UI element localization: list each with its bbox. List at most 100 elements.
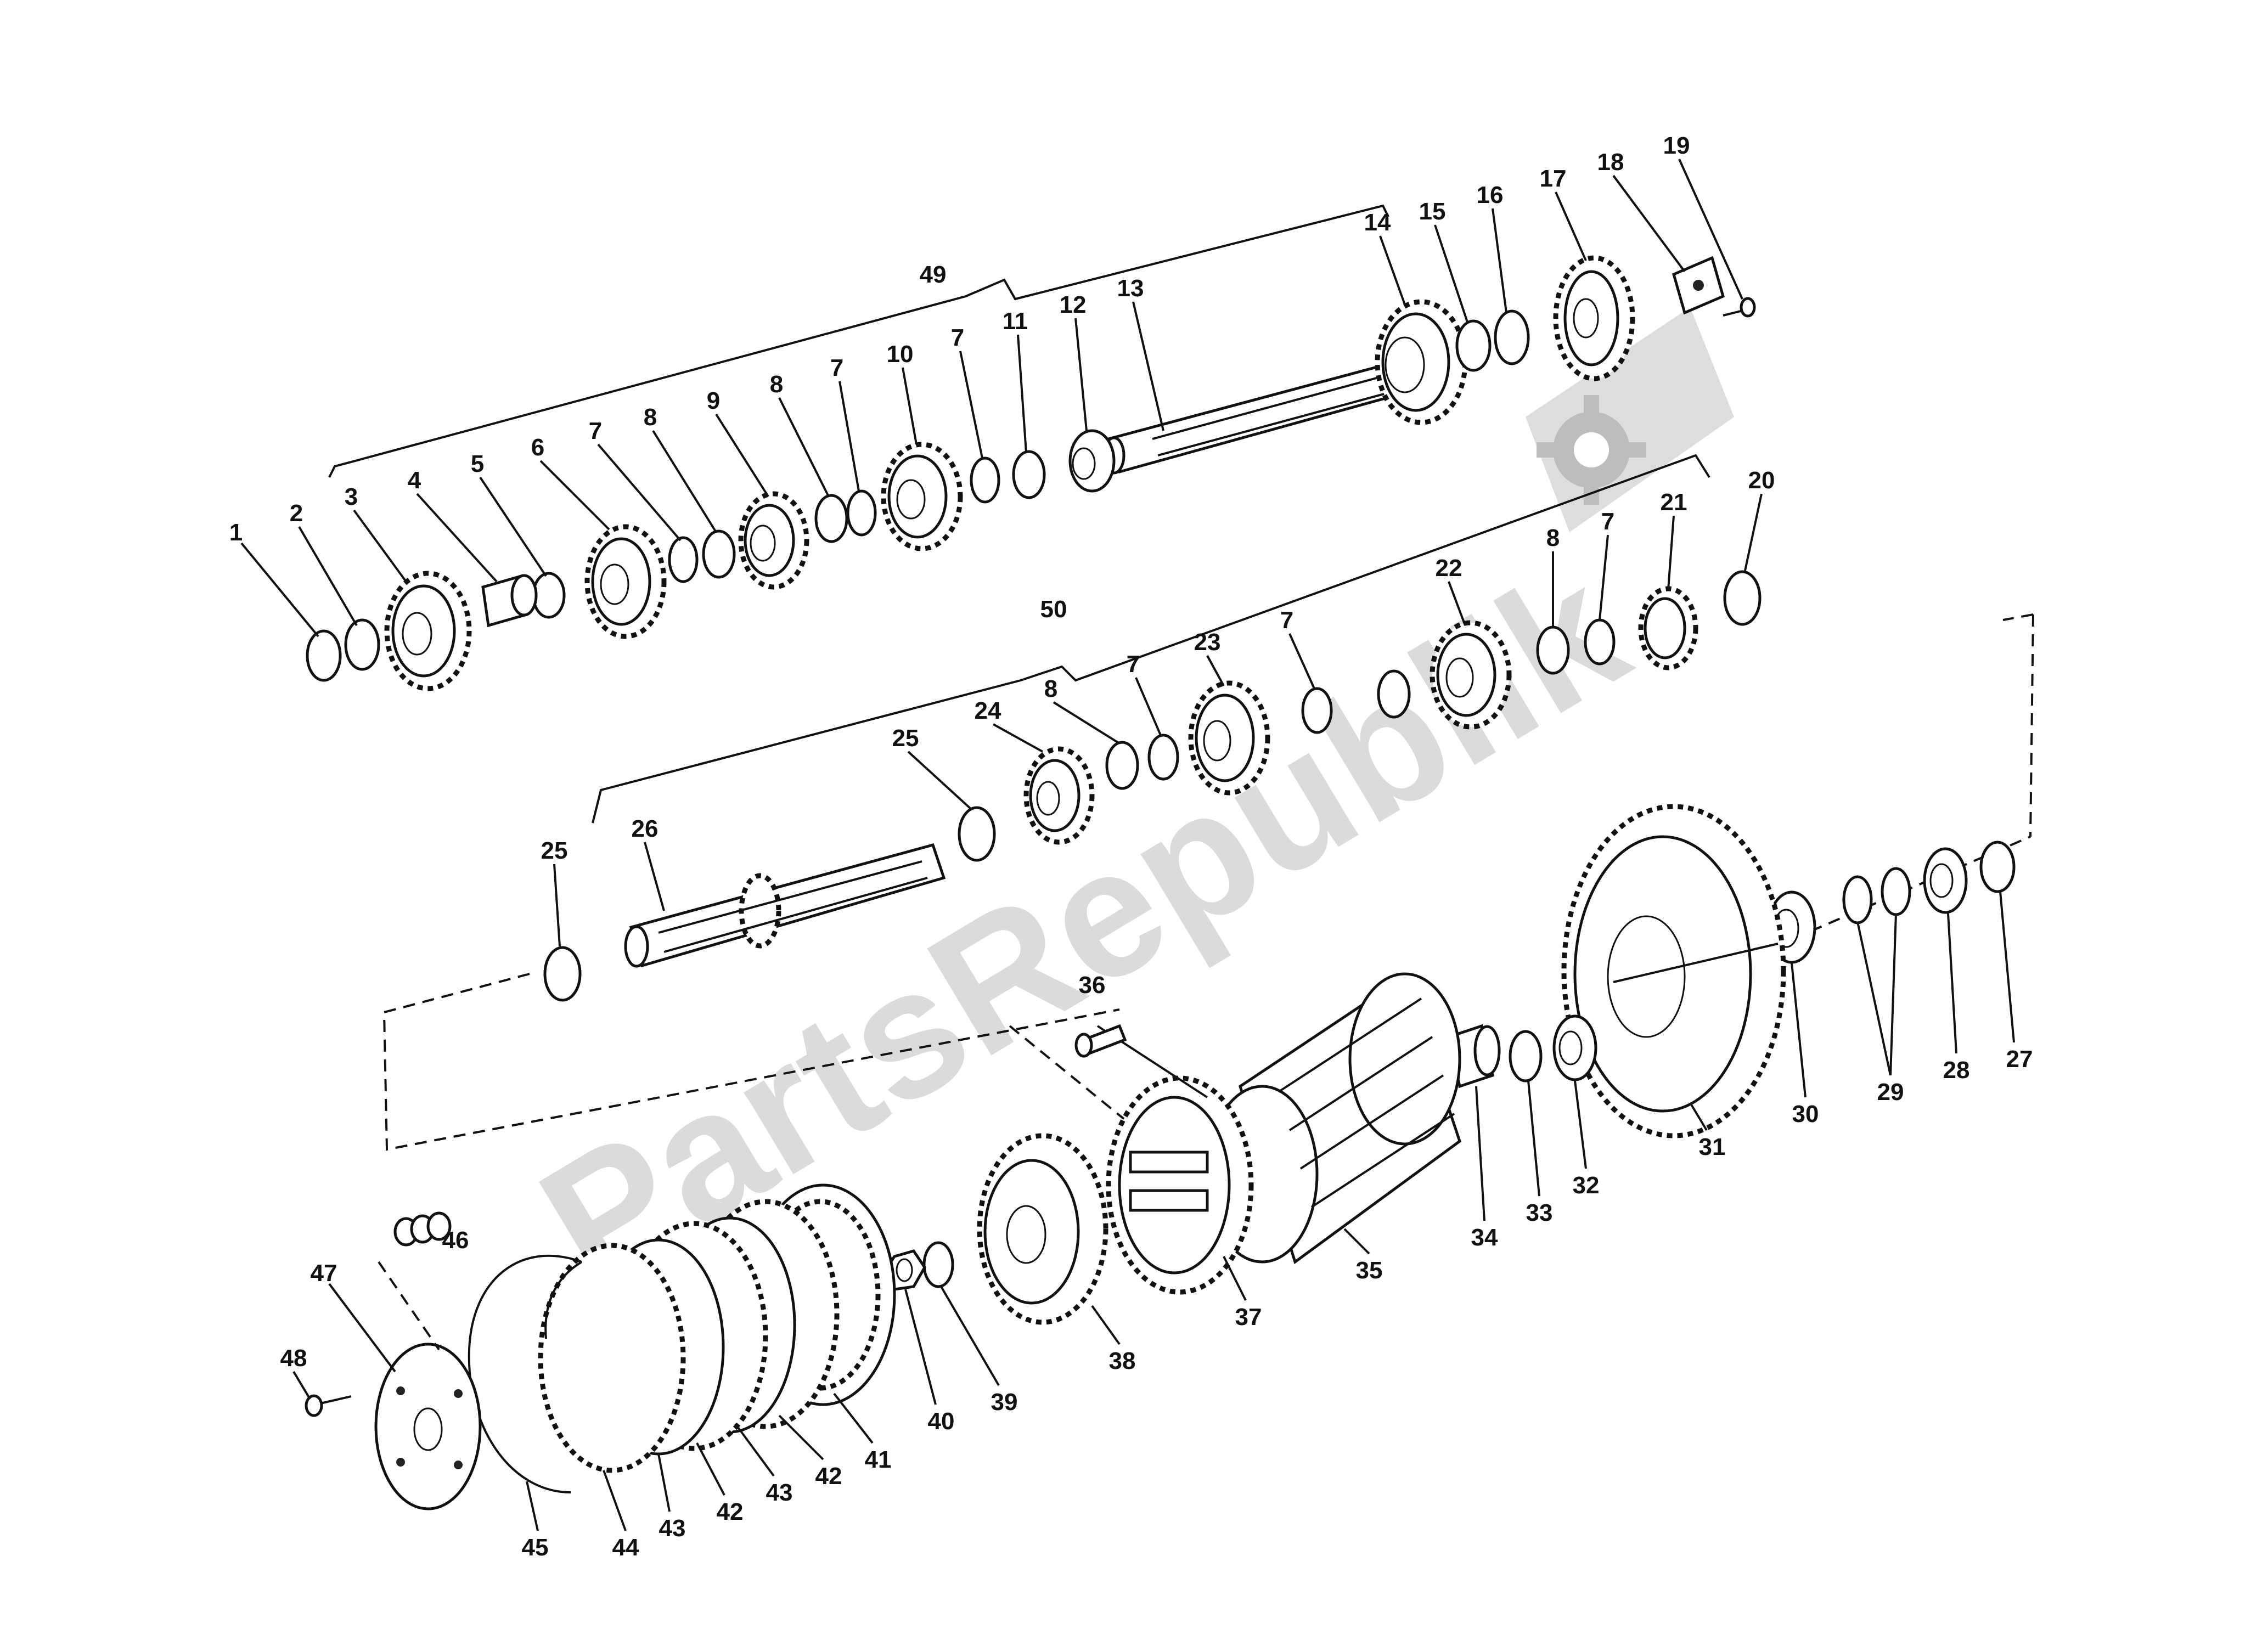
callout-9: 9 — [707, 387, 769, 498]
svg-text:33: 33 — [1526, 1199, 1553, 1226]
gear-3 — [384, 571, 472, 691]
callout-8c: 8 — [1546, 525, 1560, 628]
svg-text:47: 47 — [311, 1260, 337, 1287]
svg-text:20: 20 — [1748, 467, 1775, 494]
svg-text:41: 41 — [865, 1446, 892, 1473]
bolt-19 — [1723, 297, 1756, 318]
callout-36: 36 — [1079, 972, 1106, 999]
callout-6: 6 — [531, 434, 610, 531]
callout-39: 39 — [940, 1285, 1018, 1416]
group-label-49: 49 — [920, 261, 947, 288]
washer-39 — [922, 1241, 954, 1288]
springs-46 — [378, 1211, 452, 1351]
washer-16 — [1494, 309, 1530, 365]
callout-7b: 7 — [830, 354, 860, 492]
callout-25a: 25 — [892, 725, 972, 810]
washer-15 — [1455, 319, 1492, 372]
shaft-26 — [624, 843, 946, 968]
bearing-28 — [1923, 847, 1968, 914]
callout-38: 38 — [1091, 1305, 1135, 1374]
svg-text:30: 30 — [1792, 1101, 1819, 1127]
pressure-plate-47 — [374, 1343, 482, 1510]
callout-24: 24 — [975, 697, 1043, 753]
svg-text:39: 39 — [991, 1389, 1018, 1416]
callout-18: 18 — [1597, 149, 1686, 273]
gear-21 — [1638, 586, 1698, 670]
washer-1 — [306, 629, 342, 682]
lock-plate-18 — [1672, 256, 1725, 315]
svg-text:11: 11 — [1003, 308, 1028, 335]
svg-text:15: 15 — [1419, 198, 1446, 225]
svg-text:28: 28 — [1943, 1057, 1970, 1084]
clutch-assembly — [305, 804, 2016, 1510]
callout-3: 3 — [345, 483, 407, 583]
svg-text:18: 18 — [1597, 149, 1624, 176]
gear-14 — [1375, 299, 1468, 425]
callout-42b: 42 — [696, 1442, 743, 1525]
bearing-12 — [1068, 429, 1116, 493]
output-shaft-assembly — [306, 255, 1756, 691]
svg-text:13: 13 — [1117, 275, 1144, 302]
svg-text:32: 32 — [1573, 1172, 1600, 1199]
sprocket-17 — [1553, 255, 1635, 381]
washer-8c — [1536, 625, 1570, 675]
callout-4: 4 — [408, 467, 498, 583]
svg-text:23: 23 — [1194, 629, 1221, 656]
svg-text:45: 45 — [522, 1534, 549, 1561]
svg-text:10: 10 — [887, 341, 914, 368]
svg-text:31: 31 — [1699, 1134, 1726, 1160]
callout-7f: 7 — [1127, 651, 1162, 736]
callout-7c: 7 — [951, 324, 983, 459]
callout-22: 22 — [1436, 555, 1466, 626]
svg-text:7: 7 — [1280, 607, 1293, 634]
group-label-50: 50 — [1040, 596, 1067, 623]
callout-48: 48 — [280, 1345, 311, 1400]
circlip-7e — [1301, 687, 1333, 734]
callout-42a: 42 — [778, 1414, 842, 1490]
svg-text:19: 19 — [1663, 132, 1690, 159]
bolt-36 — [1074, 1024, 1127, 1058]
circlip-7d — [1584, 618, 1616, 666]
svg-text:27: 27 — [2006, 1046, 2033, 1073]
svg-text:43: 43 — [659, 1515, 686, 1542]
callout-7e: 7 — [1280, 607, 1315, 689]
washer-33 — [1509, 1030, 1543, 1082]
callout-35: 35 — [1343, 1228, 1382, 1284]
callout-34: 34 — [1471, 1086, 1498, 1251]
callout-47: 47 — [311, 1260, 396, 1373]
callout-26: 26 — [632, 815, 665, 911]
gear-24 — [1023, 746, 1095, 845]
svg-text:7: 7 — [1601, 508, 1614, 535]
callout-37: 37 — [1223, 1256, 1262, 1330]
svg-text:3: 3 — [345, 483, 358, 510]
callout-8a: 8 — [644, 404, 717, 533]
svg-text:2: 2 — [290, 500, 303, 527]
bolt-48 — [305, 1394, 352, 1417]
callout-21: 21 — [1661, 489, 1687, 590]
svg-text:7: 7 — [830, 354, 843, 381]
svg-text:43: 43 — [766, 1479, 793, 1506]
washer-8a — [814, 494, 848, 543]
washer-8b — [702, 529, 736, 579]
input-shaft-assembly — [543, 570, 1762, 1002]
callout-11: 11 — [1003, 308, 1028, 453]
bushing-4 — [481, 574, 538, 628]
callout-7d: 7 — [1599, 508, 1614, 621]
bearing-32 — [1552, 1014, 1597, 1081]
callout-10: 10 — [887, 341, 918, 445]
svg-text:34: 34 — [1471, 1224, 1498, 1251]
callout-19: 19 — [1663, 132, 1743, 300]
circlip-7b — [846, 489, 877, 537]
svg-text:5: 5 — [471, 450, 484, 477]
svg-text:7: 7 — [589, 418, 602, 444]
svg-text:37: 37 — [1235, 1304, 1262, 1330]
svg-text:17: 17 — [1540, 165, 1567, 192]
callout-28: 28 — [1943, 913, 1970, 1084]
gear-logo-icon — [1526, 307, 1734, 532]
svg-text:14: 14 — [1364, 209, 1391, 236]
callout-31: 31 — [1689, 1102, 1726, 1160]
svg-text:22: 22 — [1436, 555, 1462, 582]
plate-44 — [538, 1243, 686, 1473]
callout-33: 33 — [1526, 1080, 1553, 1226]
